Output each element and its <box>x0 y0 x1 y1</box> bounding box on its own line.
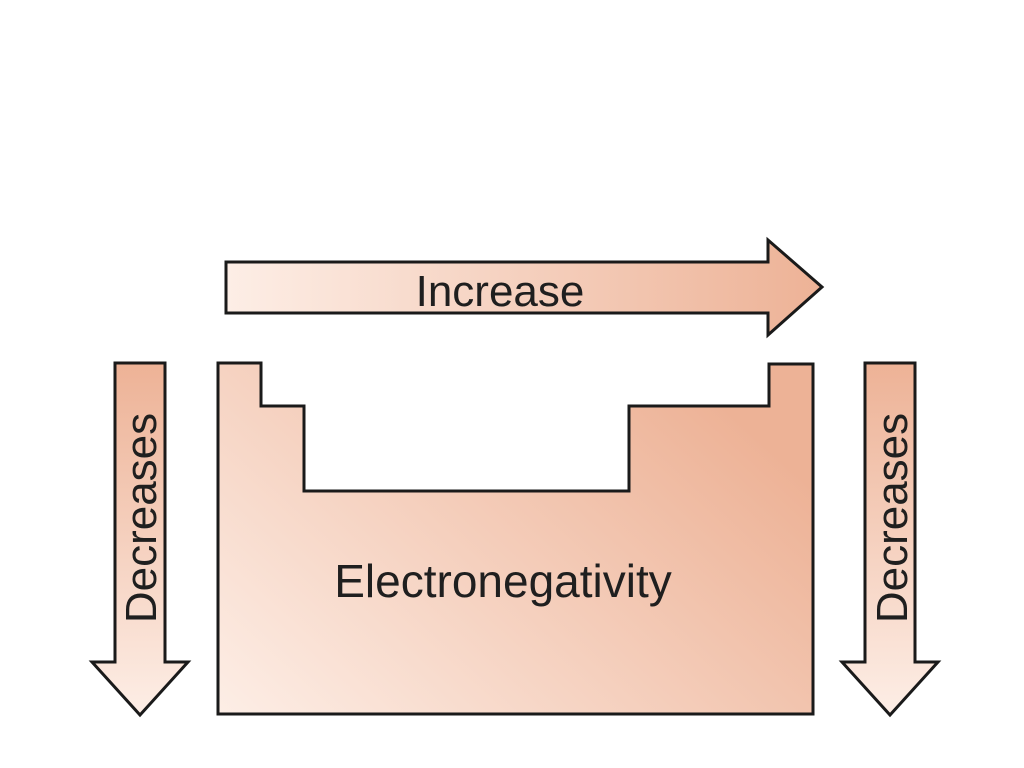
increase-arrow-shape <box>224 236 825 339</box>
periodic-table-shape <box>216 361 815 716</box>
left-decreases-arrow-label: Decreases <box>117 413 166 623</box>
periodic-table-label: Electronegativity <box>334 555 672 607</box>
right-decreases-arrow-label: Decreases <box>868 413 917 623</box>
left-decreases-arrow-shape <box>88 361 192 718</box>
increase-arrow-label: Increase <box>416 267 585 316</box>
right-decreases-arrow: Decreases <box>838 361 942 718</box>
right-decreases-arrow-shape <box>838 361 942 718</box>
left-decreases-arrow: Decreases <box>88 361 192 718</box>
increase-arrow: Increase <box>224 236 825 339</box>
periodic-table-outline: Electronegativity <box>216 361 815 716</box>
